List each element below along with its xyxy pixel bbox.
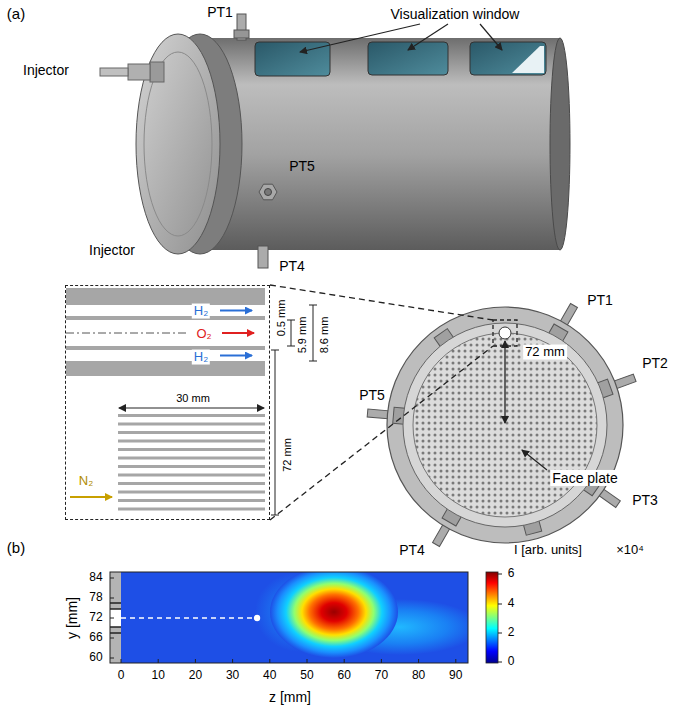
flow-label: O₂ — [194, 327, 213, 342]
tick-label: 60 — [338, 669, 351, 683]
tick-label: 60 — [89, 651, 102, 665]
sensor-label: PT4 — [399, 542, 425, 558]
tick-label: 0 — [118, 669, 125, 683]
tick-label: 0 — [508, 655, 515, 669]
part-label: Injector — [89, 242, 135, 258]
tick-label: 40 — [263, 669, 276, 683]
part-label: Injector — [23, 62, 69, 78]
sensor-label: PT2 — [642, 355, 668, 371]
axis-title: z [mm] — [269, 689, 311, 705]
tick-label: 30 — [226, 669, 239, 683]
flow-label: H₂ — [192, 304, 210, 319]
part-label: Face plate — [550, 470, 619, 486]
panel-label: (b) — [7, 539, 25, 556]
axis-title: y [mm] — [64, 597, 80, 639]
dimension-label: 8.6 mm — [318, 317, 331, 354]
flow-label: N₂ — [79, 474, 93, 489]
colorbar-title: I [arb. units] — [514, 543, 582, 558]
tick-label: 84 — [89, 571, 102, 585]
tick-label: 50 — [300, 669, 313, 683]
sensor-label: PT1 — [207, 4, 233, 20]
flow-label: H₂ — [192, 350, 210, 365]
tick-label: 90 — [449, 669, 462, 683]
sensor-label: PT5 — [359, 387, 385, 403]
sensor-label: PT3 — [632, 492, 658, 508]
dimension-label: 5.9 mm — [296, 317, 309, 354]
colorbar-scale: ×10⁴ — [616, 543, 644, 558]
dimension-label: 72 mm — [523, 345, 567, 360]
tick-label: 10 — [152, 669, 165, 683]
dimension-label: 0.5 mm — [275, 300, 288, 337]
part-label: Visualization window — [391, 6, 520, 22]
tick-label: 20 — [189, 669, 202, 683]
tick-label: 70 — [375, 669, 388, 683]
tick-label: 72 — [89, 611, 102, 625]
inset-box: H₂ O₂ H₂ N₂ 30 mm — [65, 285, 270, 520]
tick-label: 66 — [89, 631, 102, 645]
tick-label: 2 — [508, 626, 515, 640]
tick-label: 80 — [412, 669, 425, 683]
tick-label: 6 — [508, 567, 515, 581]
dimension-label: 72 mm — [281, 438, 294, 472]
sensor-label: PT4 — [279, 258, 305, 274]
panel-label: (a) — [7, 5, 25, 22]
sensor-label: PT1 — [587, 292, 613, 308]
tick-label: 4 — [508, 597, 515, 611]
sensor-label: PT5 — [289, 158, 315, 174]
tick-label: 78 — [89, 591, 102, 605]
dimension-label: 30 mm — [176, 392, 210, 405]
